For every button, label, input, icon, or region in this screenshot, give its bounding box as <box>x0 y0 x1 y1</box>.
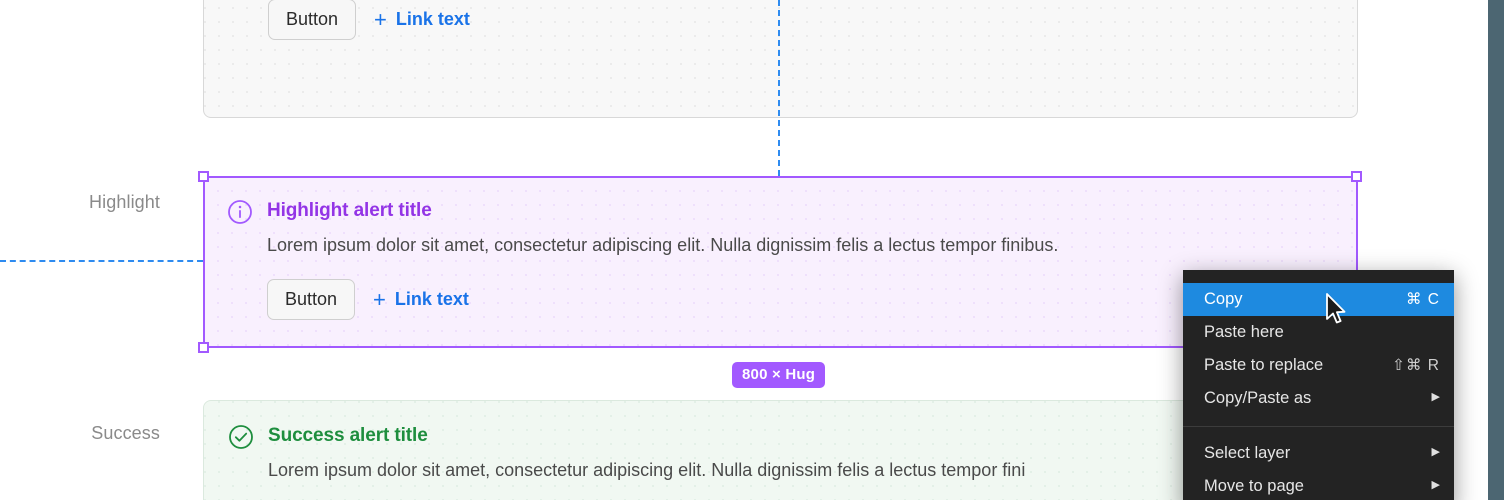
menu-item-label: Copy/Paste as <box>1204 389 1312 407</box>
menu-item-shortcut: ⇧⌘ R <box>1392 357 1440 374</box>
check-circle-icon <box>228 424 254 450</box>
alert-body-text: Lorem ipsum dolor sit amet, consectetur … <box>268 460 1026 480</box>
menu-item-paste-to-replace[interactable]: Paste to replace ⇧⌘ R <box>1183 349 1454 382</box>
alert-button[interactable]: Button <box>267 279 356 320</box>
alert-header: Highlight alert title <box>227 198 1334 225</box>
alert-title: Highlight alert title <box>267 200 432 221</box>
menu-item-label: Paste here <box>1204 323 1284 341</box>
row-label-success: Success <box>91 423 160 443</box>
menu-item-copy[interactable]: Copy ⌘ C <box>1183 283 1454 316</box>
alert-card-highlight[interactable]: Highlight alert title Lorem ipsum dolor … <box>203 176 1358 348</box>
alert-button[interactable]: Button <box>268 0 357 40</box>
selection-handle-top-left[interactable] <box>198 171 209 182</box>
alert-title: Success alert title <box>268 425 428 446</box>
alert-actions: Button + Link text <box>268 0 1333 40</box>
alert-body-text: Lorem ipsum dolor sit amet, consectetur … <box>267 235 1059 255</box>
submenu-arrow-icon: ▶ <box>1431 446 1440 458</box>
alert-card-success[interactable]: Success alert title Lorem ipsum dolor si… <box>203 400 1358 500</box>
submenu-arrow-icon: ▶ <box>1431 479 1440 491</box>
info-circle-icon <box>227 199 253 225</box>
size-badge: 800 × Hug <box>732 362 826 388</box>
alert-link[interactable]: + Link text <box>374 6 470 32</box>
menu-item-select-layer[interactable]: Select layer ▶ <box>1183 437 1454 470</box>
submenu-arrow-icon: ▶ <box>1431 391 1440 403</box>
menu-item-move-to-page[interactable]: Move to page ▶ <box>1183 470 1454 500</box>
menu-item-shortcut: ⌘ C <box>1406 291 1440 308</box>
menu-item-label: Select layer <box>1204 444 1291 462</box>
plus-icon: + <box>373 286 386 312</box>
menu-separator <box>1183 426 1454 427</box>
menu-item-label: Paste to replace <box>1204 356 1324 374</box>
alert-header: Success alert title <box>228 423 1333 450</box>
alert-card-neutral[interactable]: Lorem ipsum dolor sit amet, consectetur … <box>203 0 1358 118</box>
alert-link-label: Link text <box>395 9 470 29</box>
menu-item-label: Move to page <box>1204 477 1304 495</box>
menu-item-copy-paste-as[interactable]: Copy/Paste as ▶ <box>1183 382 1454 415</box>
alert-link-label: Link text <box>394 289 469 309</box>
menu-item-label: Copy <box>1204 290 1243 308</box>
plus-icon: + <box>374 6 387 32</box>
selection-handle-bottom-left[interactable] <box>198 342 209 353</box>
alert-link[interactable]: + Link text <box>373 286 469 312</box>
right-edge-panel <box>1488 0 1504 500</box>
row-label-highlight: Highlight <box>89 192 160 212</box>
menu-item-paste-here[interactable]: Paste here <box>1183 316 1454 349</box>
selection-handle-top-right[interactable] <box>1351 171 1362 182</box>
guide-vertical <box>778 0 780 176</box>
alert-actions: Button + Link text <box>267 279 1334 320</box>
guide-horizontal <box>0 260 203 262</box>
context-menu[interactable]: Copy ⌘ C Paste here Paste to replace ⇧⌘ … <box>1183 270 1454 500</box>
